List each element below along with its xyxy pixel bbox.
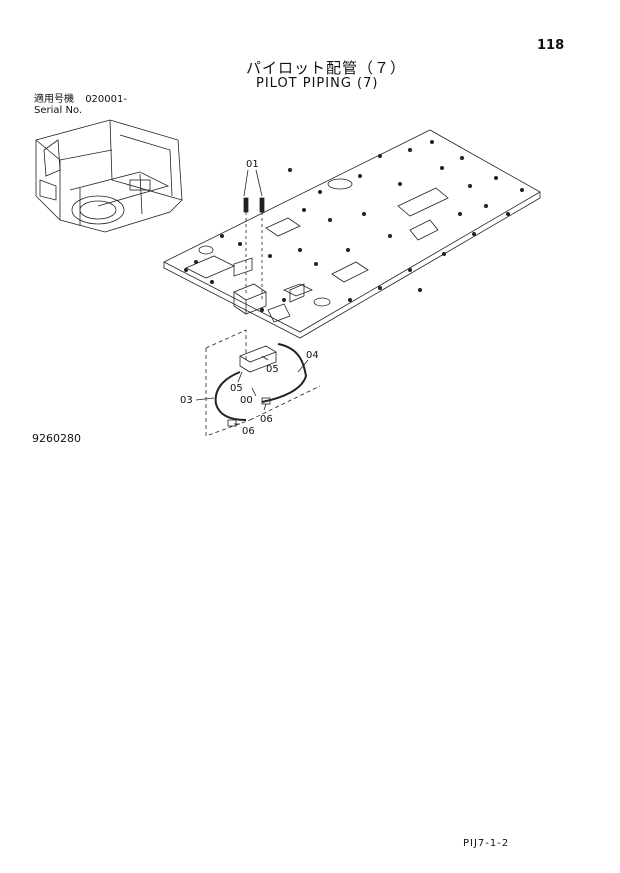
callout-05-left: 05 [230, 383, 243, 394]
plate-bolts [184, 140, 524, 312]
callout-03: 03 [180, 395, 193, 406]
serial-label: Serial No. [34, 105, 83, 116]
pilot-piping-assembly [195, 169, 321, 437]
page-code: PIJ7-1-2 [463, 838, 510, 849]
title-english: PILOT PIPING (7) [256, 76, 379, 91]
applicable-label: 適用号機 [34, 94, 74, 105]
serial-row-applicable: 適用号機 020001- [34, 94, 127, 105]
serial-value: 020001- [85, 94, 127, 105]
callout-06-left: 06 [242, 426, 255, 437]
callout-04: 04 [306, 350, 319, 361]
title-japanese: パイロット配管（７） [246, 59, 407, 77]
cab-inset-illustration [35, 119, 183, 233]
callout-01: 01 [246, 159, 259, 170]
figure-number: 9260280 [32, 432, 81, 445]
callout-06-right: 06 [260, 414, 273, 425]
serial-block: 適用号機 020001- Serial No. [34, 94, 127, 116]
floor-plate [163, 129, 541, 339]
callout-00: 00 [240, 395, 253, 406]
page-number: 118 [537, 38, 565, 53]
callout-05-right: 05 [266, 364, 279, 375]
